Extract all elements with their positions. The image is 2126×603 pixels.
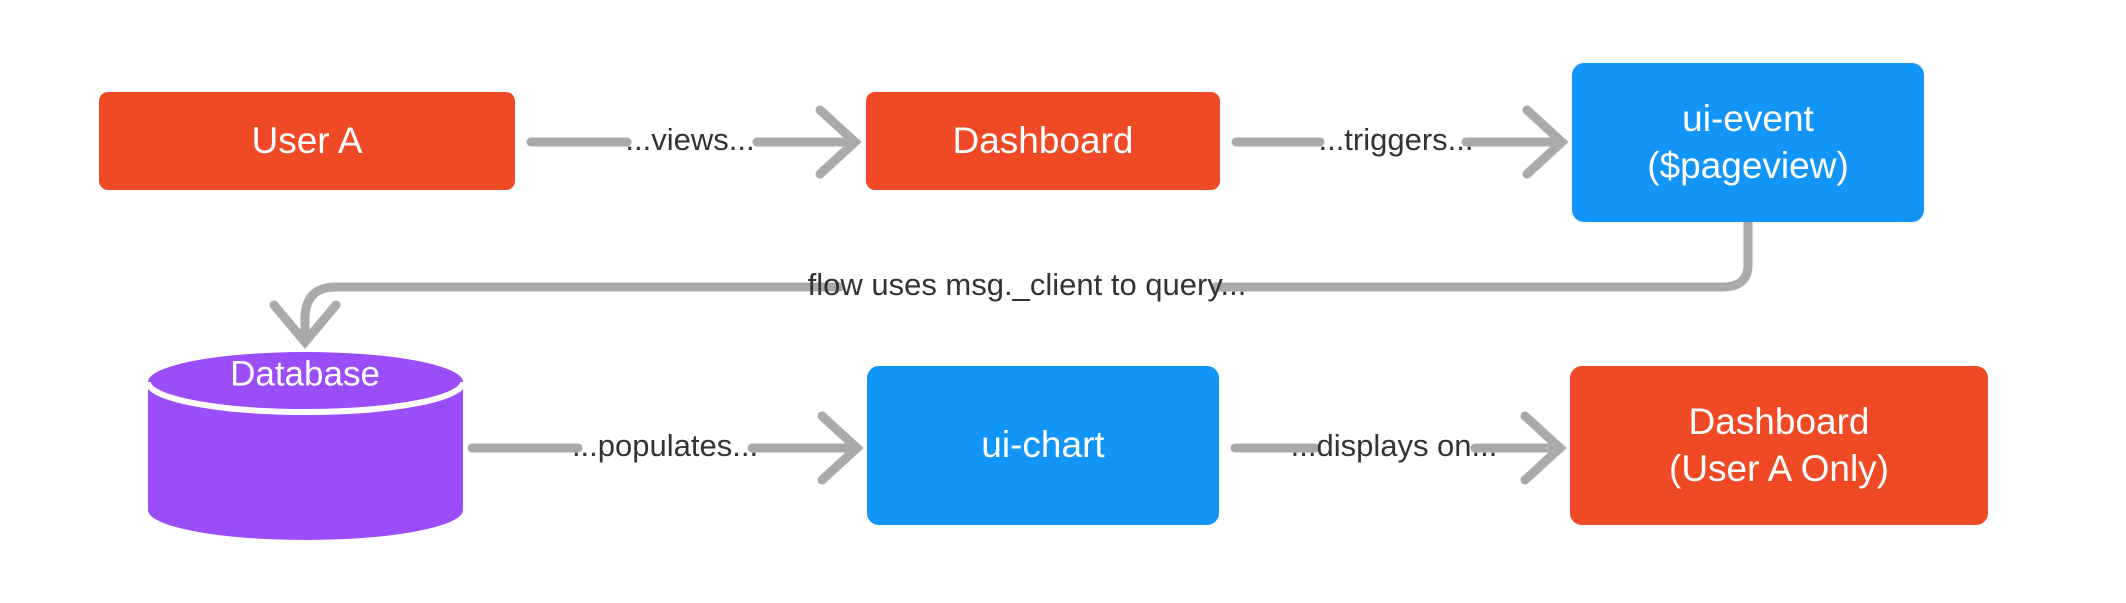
edge-query: flow uses msg._client to query... xyxy=(269,217,1753,350)
node-dashboard-user-a-only-label-line2: (User A Only) xyxy=(1669,448,1889,489)
edge-query-path-right xyxy=(1210,217,1753,292)
node-user-a-shape[interactable] xyxy=(99,92,515,190)
node-dashboard-user-a-only-label-line1: Dashboard xyxy=(1688,401,1869,442)
edge-triggers-label: ...triggers... xyxy=(1318,122,1473,157)
node-dashboard-top-label: Dashboard xyxy=(952,120,1133,161)
edge-populates: ...populates... xyxy=(467,411,864,485)
edge-views-arrowhead xyxy=(815,105,862,179)
edge-populates-arrowhead xyxy=(817,411,864,485)
node-ui-event[interactable]: ui-event ($pageview) xyxy=(1572,63,1924,222)
node-ui-event-shape[interactable] xyxy=(1572,63,1924,222)
edge-query-label: flow uses msg._client to query... xyxy=(808,267,1247,302)
edge-triggers: ...triggers... xyxy=(1231,105,1569,179)
edge-displays-label: ...displays on... xyxy=(1291,428,1498,463)
node-database-top-ellipse[interactable] xyxy=(148,352,463,412)
node-dashboard-user-a-only-shape[interactable] xyxy=(1570,366,1988,525)
edge-displays: ...displays on... xyxy=(1230,411,1567,485)
node-ui-chart-shape[interactable] xyxy=(867,366,1219,525)
node-user-a[interactable]: User A xyxy=(99,92,515,190)
node-ui-event-label-line2: ($pageview) xyxy=(1647,145,1849,186)
edge-views-label: ...views... xyxy=(625,122,754,157)
edge-query-arrowhead xyxy=(269,300,341,350)
node-database-label: Database xyxy=(230,354,380,393)
node-dashboard-user-a-only[interactable]: Dashboard (User A Only) xyxy=(1570,366,1988,525)
node-user-a-label: User A xyxy=(251,120,362,161)
node-database[interactable]: Database xyxy=(145,352,466,540)
node-database-rim xyxy=(145,381,466,415)
edge-triggers-arrowhead xyxy=(1522,105,1569,179)
node-database-body[interactable] xyxy=(148,382,463,540)
node-ui-chart-label: ui-chart xyxy=(981,424,1105,465)
edge-views: ...views... xyxy=(526,105,862,179)
edge-query-path-left xyxy=(300,282,845,341)
node-dashboard-top-shape[interactable] xyxy=(866,92,1220,190)
edge-populates-label: ...populates... xyxy=(572,428,758,463)
node-dashboard-top[interactable]: Dashboard xyxy=(866,92,1220,190)
edge-displays-arrowhead xyxy=(1520,411,1567,485)
node-ui-event-label-line1: ui-event xyxy=(1682,98,1814,139)
node-ui-chart[interactable]: ui-chart xyxy=(867,366,1219,525)
